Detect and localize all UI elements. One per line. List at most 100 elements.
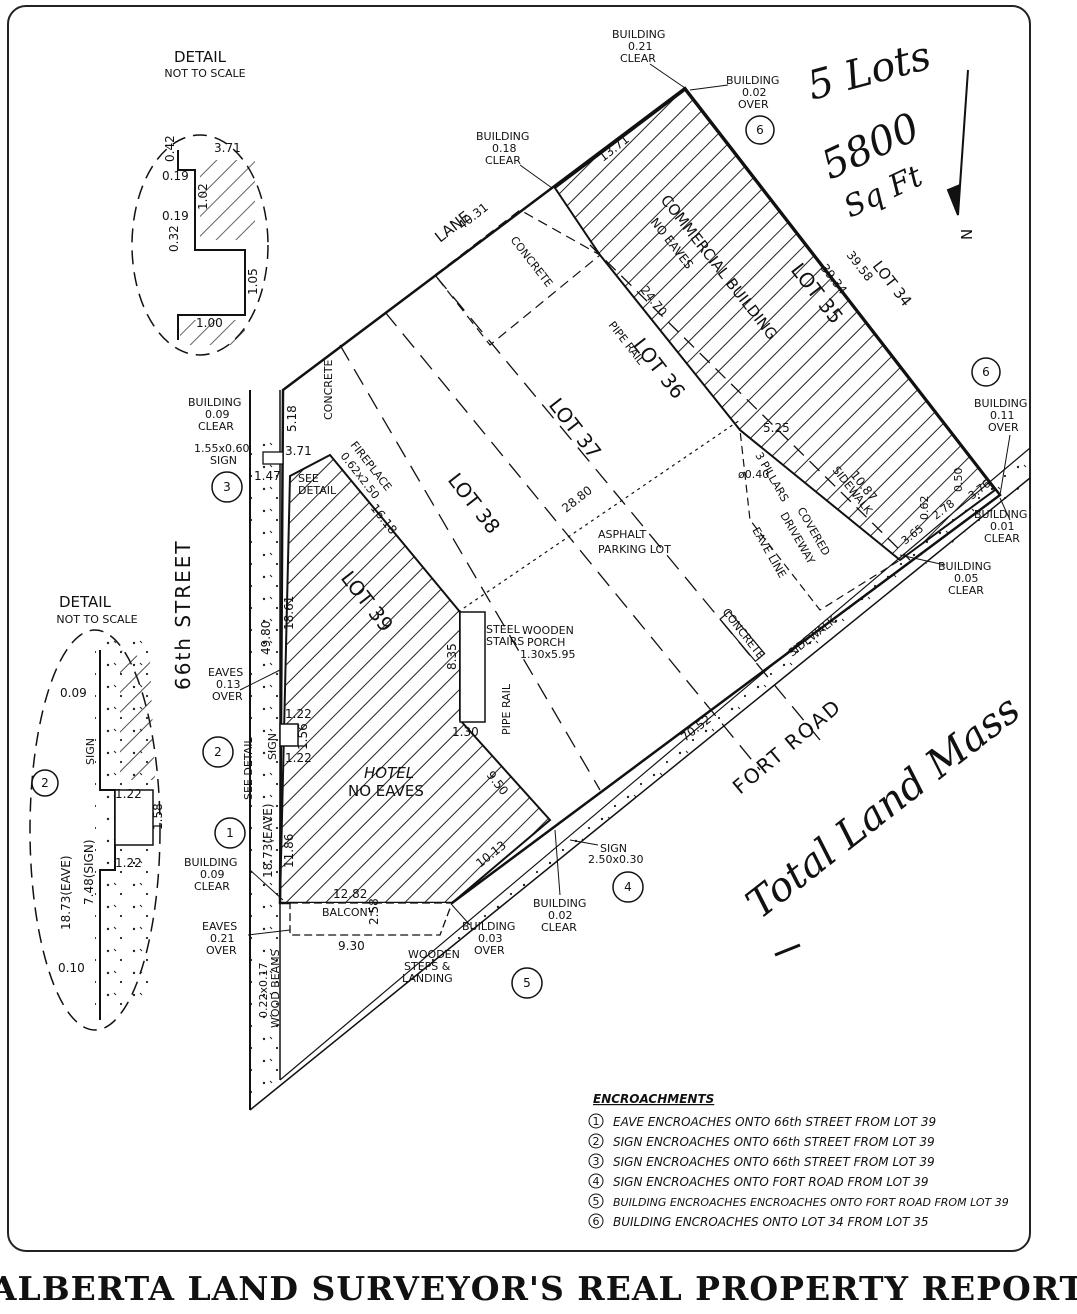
dim-28-80: 28.80 <box>559 483 595 515</box>
detail-left-ellipse <box>29 629 161 1031</box>
marker-3: 3 <box>223 480 231 494</box>
detail-top-v7: 1.05 <box>246 268 260 295</box>
note-7-status: CLEAR <box>948 584 984 597</box>
dim-1-56: 1.56 <box>296 723 310 750</box>
detail-left-v7: 7.48(SIGN) <box>82 839 96 905</box>
lot-37-label: LOT 37 <box>544 393 606 463</box>
note-5-value: 0.11 <box>990 409 1015 422</box>
note-6: BUILDING <box>974 508 1027 521</box>
handwriting-dash <box>774 943 801 957</box>
note-11: BUILDING <box>462 920 515 933</box>
concrete-label: CONCRETE <box>508 234 556 290</box>
handwriting-lots: 5 Lots <box>803 33 936 110</box>
note-9-value: 0.09 <box>200 868 225 881</box>
svg-text:BUILDING ENCROACHES ENCROACHES: BUILDING ENCROACHES ENCROACHES ONTO FORT… <box>613 1196 1009 1209</box>
asphalt-label-2: PARKING LOT <box>598 543 671 556</box>
pipe-rail-line <box>589 244 911 561</box>
beams-size: 0.22x0.17 <box>257 963 270 1019</box>
svg-text:4: 4 <box>593 1175 600 1188</box>
lot-38-label: LOT 38 <box>443 468 505 538</box>
sign-top-size: 1.55x0.60 <box>194 442 250 455</box>
note-1: BUILDING <box>612 28 665 41</box>
handwriting-total: Total Land Mass <box>738 686 1029 928</box>
beams-label: WOOD BEAMS <box>269 949 282 1028</box>
note-6-value: 0.01 <box>990 520 1015 533</box>
note-5-status: OVER <box>988 421 1019 434</box>
dim-49-80: 49.80 <box>259 621 273 655</box>
note-10: EAVES <box>202 920 237 933</box>
detail-top-ellipse <box>131 134 269 356</box>
note-4-status: CLEAR <box>198 420 234 433</box>
encroachment-item: 4 SIGN ENCROACHES ONTO FORT ROAD FROM LO… <box>588 1173 929 1189</box>
detail-top-outline <box>177 150 246 340</box>
dim-1-22-top: 1.22 <box>285 707 312 721</box>
hotel-note: NO EAVES <box>348 782 424 800</box>
note-2-status: OVER <box>738 98 769 111</box>
detail-top-v8: 1.00 <box>196 316 223 330</box>
sign-top-label: SIGN <box>210 454 237 467</box>
svg-text:2: 2 <box>593 1135 600 1148</box>
see-detail-label-3: SEE DETAIL <box>242 737 255 800</box>
detail-top-v6: 0.32 <box>167 225 181 252</box>
balcony-label: BALCONY <box>322 906 375 919</box>
dim-1-22-bottom: 1.22 <box>285 751 312 765</box>
detail-left: DETAIL NOT TO SCALE 0.09 SIGN 1.22 1.58 … <box>56 593 165 975</box>
note-3-value: 0.18 <box>492 142 517 155</box>
pillars-size: ø0.40 <box>738 468 769 481</box>
dim-0-62: 0.62 <box>918 496 931 521</box>
leader-lines <box>239 63 1011 936</box>
dim-lane: 40.31 <box>455 200 491 232</box>
note-9-status: CLEAR <box>194 880 230 893</box>
sign-label: SIGN <box>266 733 279 760</box>
balcony <box>289 902 453 936</box>
road-dotted-area <box>250 445 1030 1110</box>
detail-top-title: DETAIL <box>174 48 227 66</box>
note-12-value: 0.02 <box>548 909 573 922</box>
svg-text:6: 6 <box>593 1215 600 1228</box>
svg-text:EAVE ENCROACHES ONTO 66th STRE: EAVE ENCROACHES ONTO 66th STREET FROM LO… <box>613 1115 936 1129</box>
svg-text:SIGN ENCROACHES ONTO 66th STRE: SIGN ENCROACHES ONTO 66th STREET FROM LO… <box>613 1155 935 1169</box>
note-10-status: OVER <box>206 944 237 957</box>
dim-2-58: 2.58 <box>367 898 381 925</box>
sheet-border <box>7 5 1031 1252</box>
dim-11-86: 11.86 <box>282 834 296 868</box>
note-2-value: 0.02 <box>742 86 767 99</box>
dim-5-25: 5.25 <box>763 421 790 435</box>
wooden-porch <box>459 611 486 723</box>
detail-top-hatch-2 <box>180 320 245 345</box>
note-4-value: 0.09 <box>205 408 230 421</box>
note-1-status: CLEAR <box>620 52 656 65</box>
detail-left-v5: 1.22 <box>115 856 142 870</box>
note-3: BUILDING <box>476 130 529 143</box>
note-3-status: CLEAR <box>485 154 521 167</box>
concrete-strip <box>719 610 766 663</box>
detail-top-v1: 3.71 <box>214 141 241 155</box>
marker-5: 5 <box>523 976 531 990</box>
detail-left-v8: 0.10 <box>58 961 85 975</box>
street-label: 66th STREET <box>171 539 195 690</box>
porch-label: WOODEN <box>522 624 574 637</box>
note-10-value: 0.21 <box>210 932 235 945</box>
encroachment-item: 2 SIGN ENCROACHES ONTO 66th STREET FROM … <box>588 1133 935 1149</box>
detail-top: DETAIL NOT TO SCALE 3.71 0.42 0.19 1.02 … <box>162 48 260 330</box>
detail-top-v3: 0.19 <box>162 169 189 183</box>
detail-left-hatch <box>120 650 155 780</box>
concrete-pad <box>434 209 602 346</box>
marker-circles <box>31 115 1001 999</box>
encroachment-item: 5 BUILDING ENCROACHES ENCROACHES ONTO FO… <box>588 1193 1009 1209</box>
note-5: BUILDING <box>974 397 1027 410</box>
marker-1: 1 <box>226 826 234 840</box>
sign-bottom-size: 2.50x0.30 <box>588 853 644 866</box>
encroachments-heading: ENCROACHMENTS <box>593 1092 714 1106</box>
detail-left-title: DETAIL <box>59 593 112 611</box>
marker-2-detail: 2 <box>41 776 49 790</box>
note-8-value: 0.13 <box>216 678 241 691</box>
note-1-value: 0.21 <box>628 40 653 53</box>
marker-4: 4 <box>624 880 632 894</box>
lot-34-label: LOT 34 <box>869 257 916 310</box>
dim-0-50: 0.50 <box>952 468 965 493</box>
note-7-value: 0.05 <box>954 572 979 585</box>
note-6-status: CLEAR <box>984 532 1020 545</box>
marker-2: 2 <box>214 745 222 759</box>
steel-label: STEEL <box>486 623 521 636</box>
